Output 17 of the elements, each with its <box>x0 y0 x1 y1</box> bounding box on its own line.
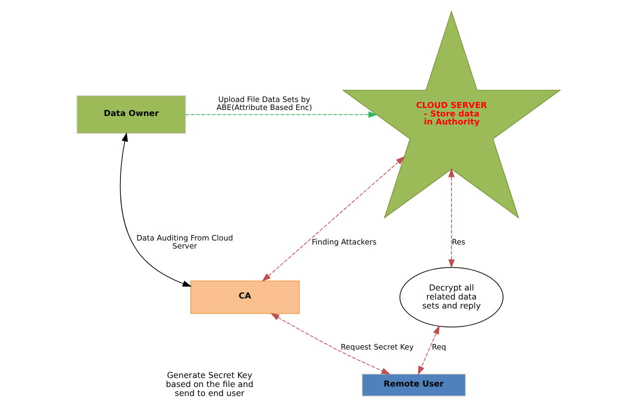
edge-label: Res <box>452 238 466 247</box>
edge-label: Finding Attackers <box>312 238 377 247</box>
arrow <box>270 312 390 374</box>
edge-label: Upload File Data Sets by ABE(Attribute Based Enc) <box>216 94 312 112</box>
arrow <box>120 132 192 287</box>
arrow <box>262 156 405 282</box>
edge-label: Request Secret Key <box>340 342 414 352</box>
arrow <box>418 325 440 376</box>
arrow <box>448 168 455 268</box>
label: Generate Secret Key based on the file and send to end user <box>166 370 254 398</box>
node-ellipse: Decrypt all related data sets and reply <box>400 267 504 328</box>
arrow <box>185 111 378 118</box>
edge-label: Req <box>432 342 446 352</box>
node-box: CA <box>190 280 300 314</box>
edge-label: Data Auditing From Cloud Server <box>136 233 234 251</box>
node-box: Data Owner <box>76 95 186 134</box>
node-box: Remote User <box>362 374 466 396</box>
